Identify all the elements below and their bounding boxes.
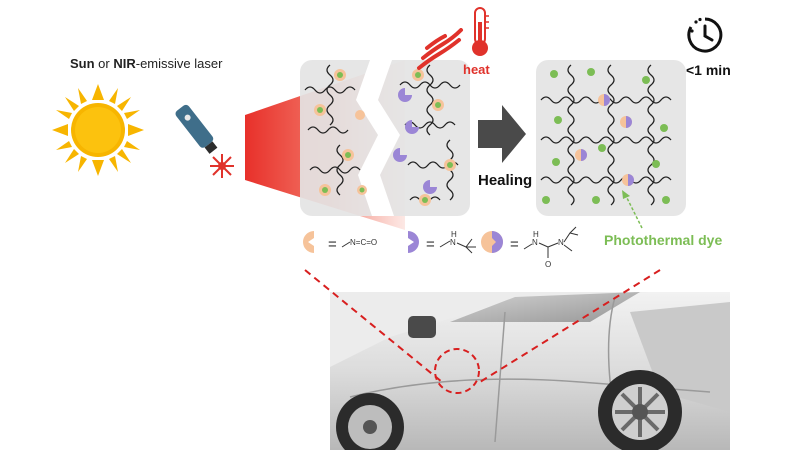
thermometer-icon — [472, 7, 489, 56]
laser-suffix: -emissive laser — [135, 56, 223, 71]
nir-word: NIR — [113, 56, 136, 71]
sun-word: Sun — [70, 56, 95, 71]
equals-sign-3: = — [510, 236, 519, 253]
urea-n2: N — [558, 238, 564, 247]
photothermal-dye-label: Photothermal dye — [604, 232, 723, 248]
car-illustration — [330, 292, 730, 450]
amine-n: N — [450, 238, 456, 247]
equals-sign-1: = — [328, 236, 337, 253]
light-source-caption: Sun or NIR-emissive laser — [70, 56, 222, 71]
timer-icon — [687, 17, 723, 53]
healed-polymer-panel — [536, 60, 686, 216]
heat-label: heat — [463, 62, 490, 77]
arrow-right-icon — [478, 105, 526, 163]
urea-h: H — [533, 230, 539, 239]
sun-icon — [52, 84, 144, 176]
or-word: or — [94, 56, 114, 71]
equals-sign-2: = — [426, 236, 435, 253]
damaged-polymer-panel — [300, 60, 470, 216]
urea-o: O — [545, 260, 551, 269]
chemical-legend: = N=C=O = H N = H N O N — [303, 226, 579, 269]
healing-label: Healing — [478, 172, 533, 189]
amine-h: H — [451, 230, 457, 239]
urea-n1: N — [532, 238, 538, 247]
isocyanate-formula: N=C=O — [350, 238, 377, 247]
laser-icon — [175, 104, 234, 178]
time-label: <1 min — [686, 62, 731, 78]
heat-waves-icon — [417, 28, 463, 70]
dye-pointer-arrow — [622, 190, 643, 229]
